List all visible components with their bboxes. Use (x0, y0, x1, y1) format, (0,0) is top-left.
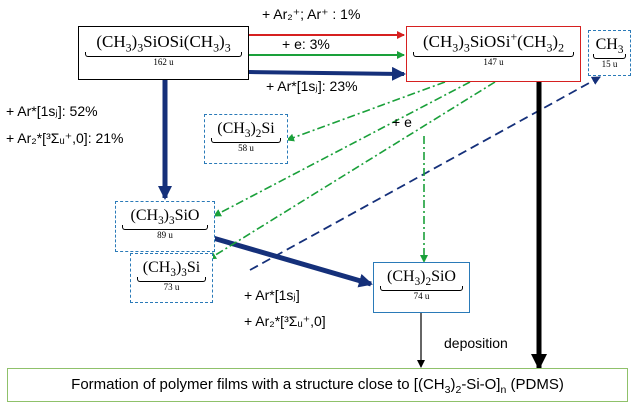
footer-text: ) (450, 376, 456, 393)
brace (413, 51, 574, 57)
arrow-89-to-ch3 (249, 76, 601, 271)
node-58: (CH3)2Si 58 u (204, 114, 288, 164)
brace (211, 137, 281, 143)
arrow-147-to-58 (286, 81, 446, 142)
mass-hmdso: 162 u (153, 56, 174, 67)
node-74: (CH3)2SiO 74 u (373, 262, 470, 313)
mass-89: 89 u (157, 229, 173, 240)
label-ar2-ar: + Ar₂⁺; Ar⁺ : 1% (262, 6, 361, 22)
label-ar-1sj: + Ar*[1sⱼ] (244, 287, 300, 303)
formula-73: (CH3)3Si (142, 259, 201, 280)
formula-hmdso: (CH3)3SiOSi(CH3)3 (96, 32, 231, 55)
footer-sub: 3 (444, 384, 451, 396)
node-hmdso: (CH3)3SiOSi(CH3)3 162 u (78, 26, 249, 80)
label-e: + e (392, 114, 412, 130)
footer-result-box: Formation of polymer films with a struct… (7, 368, 628, 402)
footer-sub: n (500, 384, 507, 396)
label-ar2-21: + Ar₂*[³Σᵤ⁺,0]: 21% (6, 130, 124, 146)
footer-text: -Si-O] (461, 376, 501, 393)
arrow-89-to-74 (212, 235, 373, 288)
node-73: (CH3)3Si 73 u (130, 253, 213, 303)
node-89: (CH3)3SiO 89 u (115, 201, 215, 252)
arrow-147-to-73 (208, 81, 496, 260)
brace (137, 276, 206, 282)
formula-147: (CH3)3SiOSi+(CH3)2 (422, 29, 565, 55)
mass-73: 73 u (163, 281, 180, 292)
mass-147: 147 u (483, 56, 504, 67)
node-147: (CH3)3SiOSi+(CH3)2 147 u (406, 26, 581, 82)
label-ar-1sj-52: + Ar*[1sⱼ]: 52% (6, 103, 98, 119)
mass-58: 58 u (238, 142, 254, 153)
arrow-metastable (248, 66, 406, 81)
mass-ch3: 15 u (601, 58, 618, 69)
brace (593, 53, 626, 59)
mass-74: 74 u (413, 290, 430, 301)
footer-text: (PDMS) (506, 376, 564, 393)
brace (85, 51, 242, 57)
brace (122, 224, 208, 230)
formula-89: (CH3)3SiO (130, 207, 200, 228)
formula-ch3: CH3 (595, 36, 624, 57)
arrow-147-to-89 (213, 81, 471, 217)
label-ar2-sigma: + Ar₂*[³Σᵤ⁺,0] (244, 313, 326, 329)
formula-74: (CH3)2SiO (387, 268, 456, 289)
label-e3: + e: 3% (282, 36, 330, 52)
footer-text: Formation of polymer films with a struct… (71, 376, 445, 393)
brace (380, 285, 463, 291)
formula-58: (CH3)2Si (217, 120, 275, 141)
label-ar-1sj-23: + Ar*[1sⱼ]: 23% (266, 78, 358, 94)
node-ch3: CH3 15 u (588, 30, 631, 76)
footer-sub: 2 (455, 384, 462, 396)
label-deposition: deposition (444, 335, 508, 351)
